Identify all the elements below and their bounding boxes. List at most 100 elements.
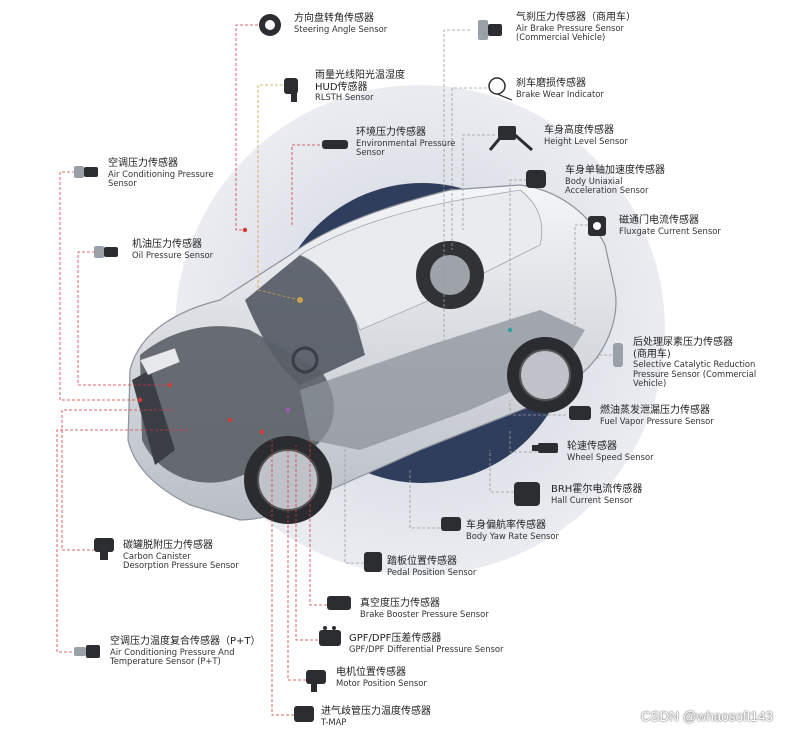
front-grille — [132, 370, 175, 465]
label-en: Oil Pressure Sensor — [132, 249, 214, 260]
label-en: RLSTH Sensor — [315, 92, 374, 102]
block-sensor-icon — [569, 406, 591, 420]
label-zh: 环境压力传感器 — [356, 127, 426, 138]
label-air-brake-pressure: 气刹压力传感器（商用车） Air Brake Pressure Sensor (… — [516, 12, 636, 43]
label-en: Air Conditioning Pressure And Temperatur… — [110, 646, 235, 667]
label-zh: 气刹压力传感器（商用车） — [516, 12, 636, 23]
label-zh: 车身单轴加速度传感器 — [565, 165, 665, 176]
label-en: Selective Catalytic Reduction Pressure S… — [633, 359, 757, 389]
marker-dot — [285, 407, 291, 413]
probe-sensor-icon — [532, 443, 558, 453]
marker-dot — [507, 327, 513, 333]
sensor-icons — [74, 14, 623, 722]
label-zh: 雨量光线阳光温湿度 HUD传感器 — [315, 70, 405, 93]
label-en: Body Uniaxial Acceleration Sensor — [565, 175, 649, 196]
label-en: T-MAP — [321, 716, 347, 727]
label-zh: 踏板位置传感器 — [387, 556, 457, 567]
block-sensor-icon — [294, 706, 314, 722]
label-carbon-canister: 碳罐脱附压力传感器 Carbon Canister Desorption Pre… — [123, 540, 239, 571]
block-sensor-icon — [364, 552, 382, 572]
hud-sensor-icon — [284, 78, 298, 102]
label-oil-pressure: 机油压力传感器 Oil Pressure Sensor — [132, 239, 213, 260]
wire-loop-icon — [488, 77, 513, 101]
label-environmental-pressure: 环境压力传感器 Environmental Pressure Sensor — [356, 127, 455, 158]
marker-dot — [167, 382, 173, 388]
leader-lines — [56, 24, 612, 716]
marker-dot — [137, 397, 143, 403]
label-zh: 方向盘转角传感器 — [294, 13, 374, 24]
block-sensor-icon — [327, 596, 351, 610]
pressure-sensor-icon — [74, 166, 98, 178]
label-en: Brake Booster Pressure Sensor — [360, 608, 489, 619]
label-en: Carbon Canister Desorption Pressure Sens… — [123, 550, 239, 571]
env-sensor-icon — [322, 140, 348, 149]
marker-dot — [227, 417, 233, 423]
label-en: Fuel Vapor Pressure Sensor — [600, 415, 714, 426]
label-zh: 车身偏航率传感器 — [466, 520, 546, 531]
current-sensor-icon — [588, 216, 606, 236]
label-en: Brake Wear Indicator — [516, 88, 604, 99]
label-zh: 刹车磨损传感器 — [516, 78, 586, 89]
label-zh: 轮速传感器 — [567, 441, 617, 452]
label-zh: 进气歧管压力温度传感器 — [321, 706, 431, 717]
label-hall-current: BRH霍尔电流传感器 Hall Current Sensor — [551, 484, 642, 505]
label-en: Steering Angle Sensor — [294, 23, 388, 34]
label-zh: 后处理尿素压力传感器 (商用车) — [633, 337, 733, 360]
label-wheel-speed: 轮速传感器 Wheel Speed Sensor — [567, 441, 654, 462]
block-sensor-icon — [526, 170, 546, 188]
pressure-sensor-icon — [478, 20, 502, 40]
spare-rim — [430, 255, 470, 295]
label-en: Air Brake Pressure Sensor (Commercial Ve… — [516, 22, 624, 43]
label-zh: BRH霍尔电流传感器 — [551, 484, 643, 495]
label-brake-booster: 真空度压力传感器 Brake Booster Pressure Sensor — [360, 598, 489, 619]
label-en: Hall Current Sensor — [551, 494, 633, 505]
label-body-yaw-rate: 车身偏航率传感器 Body Yaw Rate Sensor — [466, 520, 559, 541]
label-motor-position: 电机位置传感器 Motor Position Sensor — [336, 667, 427, 688]
label-zh: 真空度压力传感器 — [360, 598, 440, 609]
pressure-sensor-icon — [94, 246, 118, 258]
steering-wheel — [291, 346, 319, 374]
label-t-map: 进气歧管压力温度传感器 T-MAP — [321, 706, 431, 727]
label-hud-rlsth: 雨量光线阳光温湿度 HUD传感器 RLSTH Sensor — [315, 70, 405, 103]
label-fluxgate-current: 磁通门电流传感器 Fluxgate Current Sensor — [619, 215, 721, 236]
sensor-markers — [137, 227, 513, 435]
label-en: GPF/DPF Differential Pressure Sensor — [349, 643, 504, 654]
label-body-uniaxial-accel: 车身单轴加速度传感器 Body Uniaxial Acceleration Se… — [565, 165, 665, 196]
label-gpf-dpf-diff: GPF/DPF压差传感器 GPF/DPF Differential Pressu… — [349, 633, 503, 654]
label-zh: GPF/DPF压差传感器 — [349, 633, 442, 644]
marker-dot — [259, 429, 265, 435]
front-headlight — [139, 347, 181, 376]
label-brake-wear: 刹车磨损传感器 Brake Wear Indicator — [516, 78, 604, 99]
rear-rim — [519, 349, 571, 401]
label-zh: 空调压力传感器 — [108, 158, 178, 169]
label-zh: 碳罐脱附压力传感器 — [123, 540, 213, 551]
label-pedal-position: 踏板位置传感器 Pedal Position Sensor — [387, 556, 476, 577]
probe-sensor-icon — [306, 670, 326, 692]
car-illustration — [127, 184, 617, 524]
marker-dot — [242, 227, 248, 233]
label-en: Wheel Speed Sensor — [567, 451, 654, 462]
label-en: Environmental Pressure Sensor — [356, 137, 456, 158]
ring-sensor-icon — [259, 14, 281, 36]
label-en: Motor Position Sensor — [336, 677, 427, 688]
label-fuel-vapor-pressure: 燃油蒸发泄漏压力传感器 Fuel Vapor Pressure Sensor — [600, 405, 714, 426]
label-ac-pressure-temp: 空调压力温度复合传感器（P+T） Air Conditioning Pressu… — [110, 636, 261, 667]
cylinder-sensor-icon — [613, 343, 623, 367]
label-zh: 磁通门电流传感器 — [619, 215, 699, 226]
label-zh: 电机位置传感器 — [336, 667, 406, 678]
label-zh: 空调压力温度复合传感器（P+T） — [110, 636, 261, 647]
arm-sensor-icon — [488, 126, 533, 152]
watermark: CSDN @whaosoft143 — [640, 709, 773, 724]
label-en: Fluxgate Current Sensor — [619, 225, 721, 236]
label-en: Body Yaw Rate Sensor — [466, 530, 559, 541]
label-zh: 车身高度传感器 — [544, 125, 614, 136]
marker-dot — [297, 297, 303, 303]
chassis — [300, 310, 585, 450]
label-zh: 机油压力传感器 — [132, 239, 202, 250]
label-en: Air Conditioning Pressure Sensor — [108, 168, 214, 189]
diff-sensor-icon — [319, 626, 341, 646]
label-en: Pedal Position Sensor — [387, 566, 477, 577]
label-height-level: 车身高度传感器 Height Level Sensor — [544, 125, 628, 146]
block-sensor-icon — [441, 517, 461, 531]
